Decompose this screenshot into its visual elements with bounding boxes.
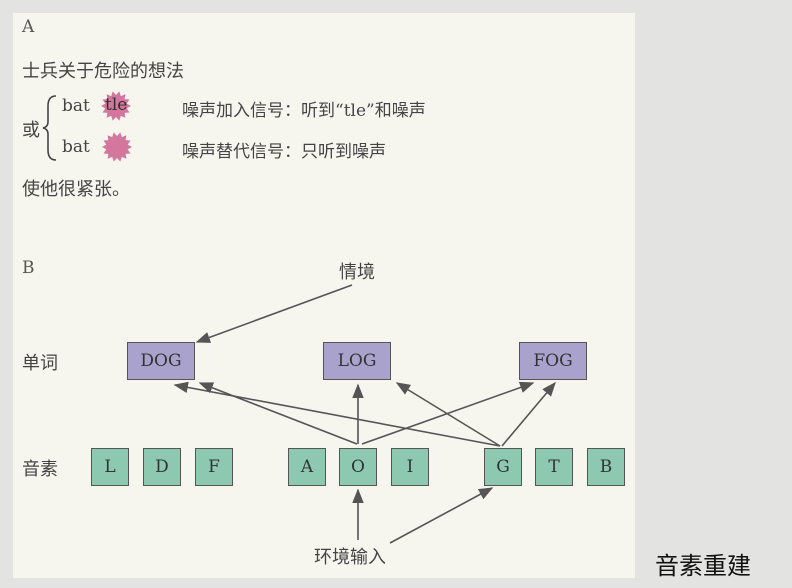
phoneme-node-l: L — [91, 448, 129, 486]
phoneme-node-f: F — [195, 448, 233, 486]
arrow-g-log — [395, 382, 501, 447]
phoneme-node-a: A — [288, 448, 326, 486]
arrow-g-fog — [501, 381, 556, 447]
part-a-label: A — [22, 17, 35, 37]
row2-description: 噪声替代信号：只听到噪声 — [182, 142, 386, 162]
phoneme-node-b: B — [587, 448, 625, 486]
phoneme-row-label: 音素 — [22, 459, 58, 480]
row1-description: 噪声加入信号：听到“tle”和噪声 — [182, 101, 426, 121]
word-node-fog: FOG — [519, 342, 587, 380]
phoneme-node-t: T — [535, 448, 573, 486]
phoneme-node-i: I — [391, 448, 429, 486]
word-node-log: LOG — [323, 342, 391, 380]
phoneme-node-g: G — [484, 448, 522, 486]
phoneme-node-o: O — [339, 448, 377, 486]
context-label: 情境 — [339, 262, 375, 283]
arrow-o-dog — [198, 382, 358, 445]
part-a-line1: 士兵关于危险的想法 — [22, 61, 184, 82]
input-label: 环境输入 — [314, 547, 386, 568]
row1-word: bat — [62, 96, 90, 116]
word-row-label: 单词 — [22, 353, 58, 374]
row2-word: bat — [62, 137, 90, 157]
part-b-label: B — [22, 258, 35, 278]
phoneme-node-d: D — [143, 448, 181, 486]
arrow-g-dog — [173, 381, 501, 447]
arrow-context-dog — [195, 284, 353, 343]
or-label: 或 — [22, 120, 40, 141]
word-node-dog: DOG — [127, 342, 195, 380]
part-a-line-end: 使他很紧张。 — [22, 179, 130, 200]
row1-noise-text: tle — [105, 95, 128, 115]
caption: 音素重建 — [655, 552, 751, 580]
arrow-input-g — [389, 487, 494, 544]
